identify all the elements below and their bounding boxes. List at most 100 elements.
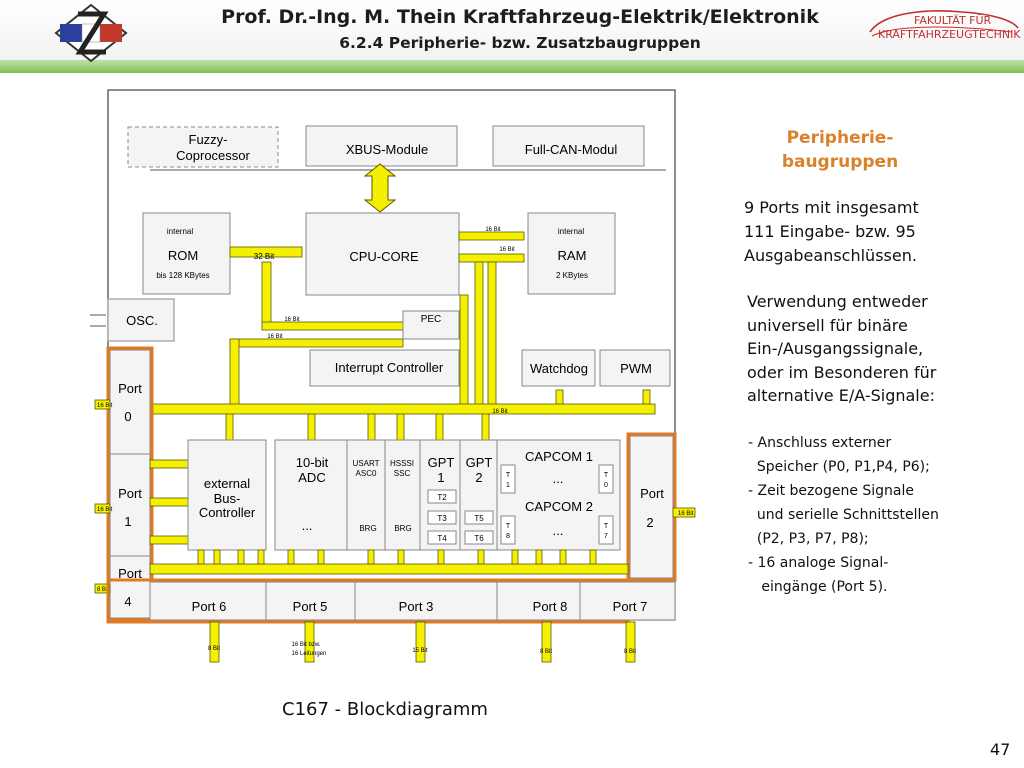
can-box xyxy=(492,125,645,167)
bottom-bit-3: 16 Leitungen xyxy=(292,651,327,657)
bullet-item: - 16 analoge Signal- eingänge (Port 5). xyxy=(748,553,1018,598)
bottom-port-arrows xyxy=(209,621,636,663)
cpu-down-bus xyxy=(459,294,469,408)
port7-label: Port 7 xyxy=(613,599,648,614)
university-logo xyxy=(54,3,128,63)
port8-label: Port 8 xyxy=(533,599,568,614)
gpt2-1: GPT xyxy=(466,455,493,470)
bullet-item: - Zeit bezogene Signale und serielle Sch… xyxy=(748,481,1018,550)
header-bar xyxy=(0,0,1024,62)
fuzzy-label-1: Fuzzy- xyxy=(189,132,228,147)
usage-text: Verwendung entweder universell für binär… xyxy=(747,290,1017,408)
xbus-box xyxy=(305,125,458,167)
ext-bus-1: external xyxy=(204,476,250,491)
ram-size: 2 KBytes xyxy=(556,271,588,280)
cpu-label: CPU-CORE xyxy=(349,249,419,264)
t5-label: T5 xyxy=(474,514,484,523)
irq-label: Interrupt Controller xyxy=(335,360,444,375)
port2-arrow xyxy=(672,507,696,518)
bus32-label: 32 Bit xyxy=(254,252,275,261)
port6-label: Port 6 xyxy=(192,599,227,614)
osc-label: OSC. xyxy=(126,313,158,328)
port3-label: Port 3 xyxy=(399,599,434,614)
ext-bus-box xyxy=(187,439,267,551)
port1-label-2: 1 xyxy=(124,514,131,529)
t7-label-1: T xyxy=(604,523,609,530)
port0-label-2: 0 xyxy=(124,409,131,424)
usart-1: USART xyxy=(353,459,380,468)
xbus-cpu-arrow xyxy=(363,163,397,213)
capcom1-label: CAPCOM 1 xyxy=(525,449,593,464)
port0-label-1: Port xyxy=(118,381,142,396)
bullet-line: Speicher (P0, P1,P4, P6); xyxy=(748,459,930,475)
bullet-line: - 16 analoge Signal- xyxy=(748,555,889,571)
ram-down-bus-1 xyxy=(474,261,484,408)
port4-label-2: 4 xyxy=(124,594,131,609)
rom-down-bus xyxy=(261,261,272,327)
t8-label-1: T xyxy=(506,523,511,530)
bit16d-label: 16 Bit xyxy=(267,334,283,340)
adc-1: 10-bit xyxy=(296,455,329,470)
fuzzy-label-2: Coprocessor xyxy=(176,148,250,163)
bottom-bit-6: 8 Bit xyxy=(624,649,636,655)
left-bit-1: 16 Bit xyxy=(97,403,113,409)
t2-label: T2 xyxy=(437,493,447,502)
faculty-logo-text: FAKULTÄT FÜR KRAFTFAHRZEUGTECHNIK xyxy=(878,14,1021,42)
ram-internal: internal xyxy=(558,227,584,236)
port2-box xyxy=(629,435,674,579)
faculty-logo-line2: KRAFTFAHRZEUGTECHNIK xyxy=(878,28,1021,41)
t8-label-2: 8 xyxy=(506,533,510,540)
t7-label-2: 7 xyxy=(604,533,608,540)
bullet-line: eingänge (Port 5). xyxy=(748,579,888,595)
ext-bus-2: Bus- xyxy=(214,491,241,506)
hsssi-2: SSC xyxy=(394,469,411,478)
usage-line: oder im Besonderen für xyxy=(747,362,937,382)
bullet-line: - Zeit bezogene Signale xyxy=(748,483,915,499)
usage-line: alternative E/A-Signale: xyxy=(747,386,935,405)
ram-label: RAM xyxy=(558,248,587,263)
rom-cpu-bus xyxy=(229,246,303,258)
ext-bus-3: Controller xyxy=(199,505,256,520)
usart-brg: BRG xyxy=(359,524,376,533)
pwm-label: PWM xyxy=(620,361,652,376)
side-title: Peripherie- baugruppen xyxy=(760,126,920,174)
hsssi-brg: BRG xyxy=(394,524,411,533)
port5-label: Port 5 xyxy=(293,599,328,614)
t6-label: T6 xyxy=(474,534,484,543)
faculty-logo-line1: FAKULTÄT FÜR xyxy=(914,14,992,27)
port2-frame xyxy=(626,432,677,582)
usage-line: Ein-/Ausgangssignale, xyxy=(747,339,924,358)
adc-ellipsis: ... xyxy=(302,518,313,533)
capcom2-ellipsis: ... xyxy=(553,523,564,538)
header-subtitle: 6.2.4 Peripherie- bzw. Zusatzbaugruppen xyxy=(339,34,701,52)
usart-2: ASC0 xyxy=(356,469,377,478)
ports-summary-line: 9 Ports mit insgesamt xyxy=(744,198,919,217)
ports-summary-line: 111 Eingabe- bzw. 95 xyxy=(744,222,916,241)
ram-down-bus-2 xyxy=(487,261,497,408)
cpu-ram-bus-2 xyxy=(458,253,525,263)
port1-label-1: Port xyxy=(118,486,142,501)
irq-box xyxy=(309,349,460,387)
capcom2-label: CAPCOM 2 xyxy=(525,499,593,514)
bottom-bit-4: 15 Bit xyxy=(412,648,428,654)
port4-box xyxy=(109,555,151,619)
lower-bus xyxy=(149,563,629,575)
bit16c-label: 16 Bit xyxy=(284,317,300,323)
watchdog-box xyxy=(521,349,596,387)
cpu-ram-bus-1 xyxy=(458,231,525,241)
horizontal-bus-2 xyxy=(229,338,404,348)
page-number: 47 xyxy=(990,740,1011,759)
bit16a-label: 16 Bit xyxy=(485,227,501,233)
peripheral-bus xyxy=(149,403,656,415)
side-title-line1: Peripherie- xyxy=(786,128,894,148)
bullet-line: - Anschluss externer xyxy=(748,435,892,451)
port2-label-1: Port xyxy=(640,486,664,501)
pwm-box xyxy=(599,349,671,387)
left-bit-2: 16 Bit xyxy=(97,507,113,513)
header-rule xyxy=(0,60,1024,73)
usage-bullets: - Anschluss externer Speicher (P0, P1,P4… xyxy=(748,433,1018,601)
gpt1-2: 1 xyxy=(437,470,444,485)
t1-label-1: T xyxy=(506,472,511,479)
capcom1-ellipsis: ... xyxy=(553,471,564,486)
usage-line: Verwendung entweder xyxy=(747,292,928,311)
